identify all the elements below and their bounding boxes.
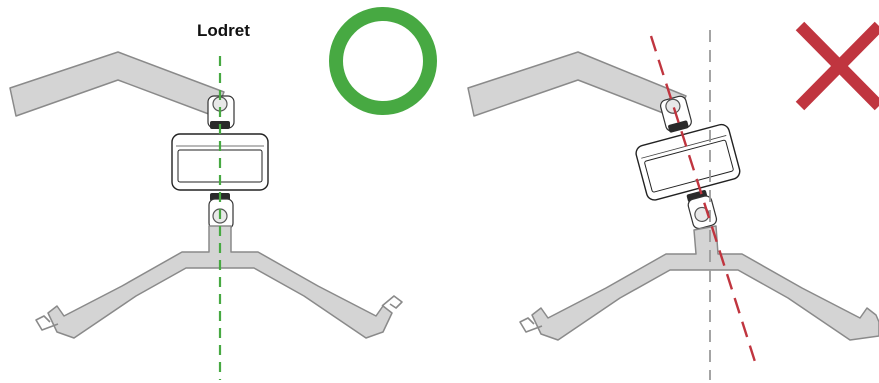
correct-setup xyxy=(9,51,403,380)
lift-arm xyxy=(9,51,225,117)
incorrect-tilt-line xyxy=(649,35,759,369)
scale-top-line-right xyxy=(641,135,727,159)
bottom-pivot-right xyxy=(694,206,710,223)
incorrect-setup xyxy=(467,30,879,380)
red-x-icon xyxy=(795,21,879,111)
top-clip-right xyxy=(668,120,689,133)
lift-arm-right xyxy=(467,51,687,119)
green-ring-icon xyxy=(329,7,437,115)
left-hook-right xyxy=(519,317,543,333)
tilted-scale xyxy=(635,95,741,230)
scale-display-right xyxy=(644,139,734,193)
left-hook xyxy=(35,315,59,331)
lodret-label: Lodret xyxy=(197,21,250,40)
right-hook xyxy=(381,295,403,309)
spreader-bar-right xyxy=(531,225,879,341)
